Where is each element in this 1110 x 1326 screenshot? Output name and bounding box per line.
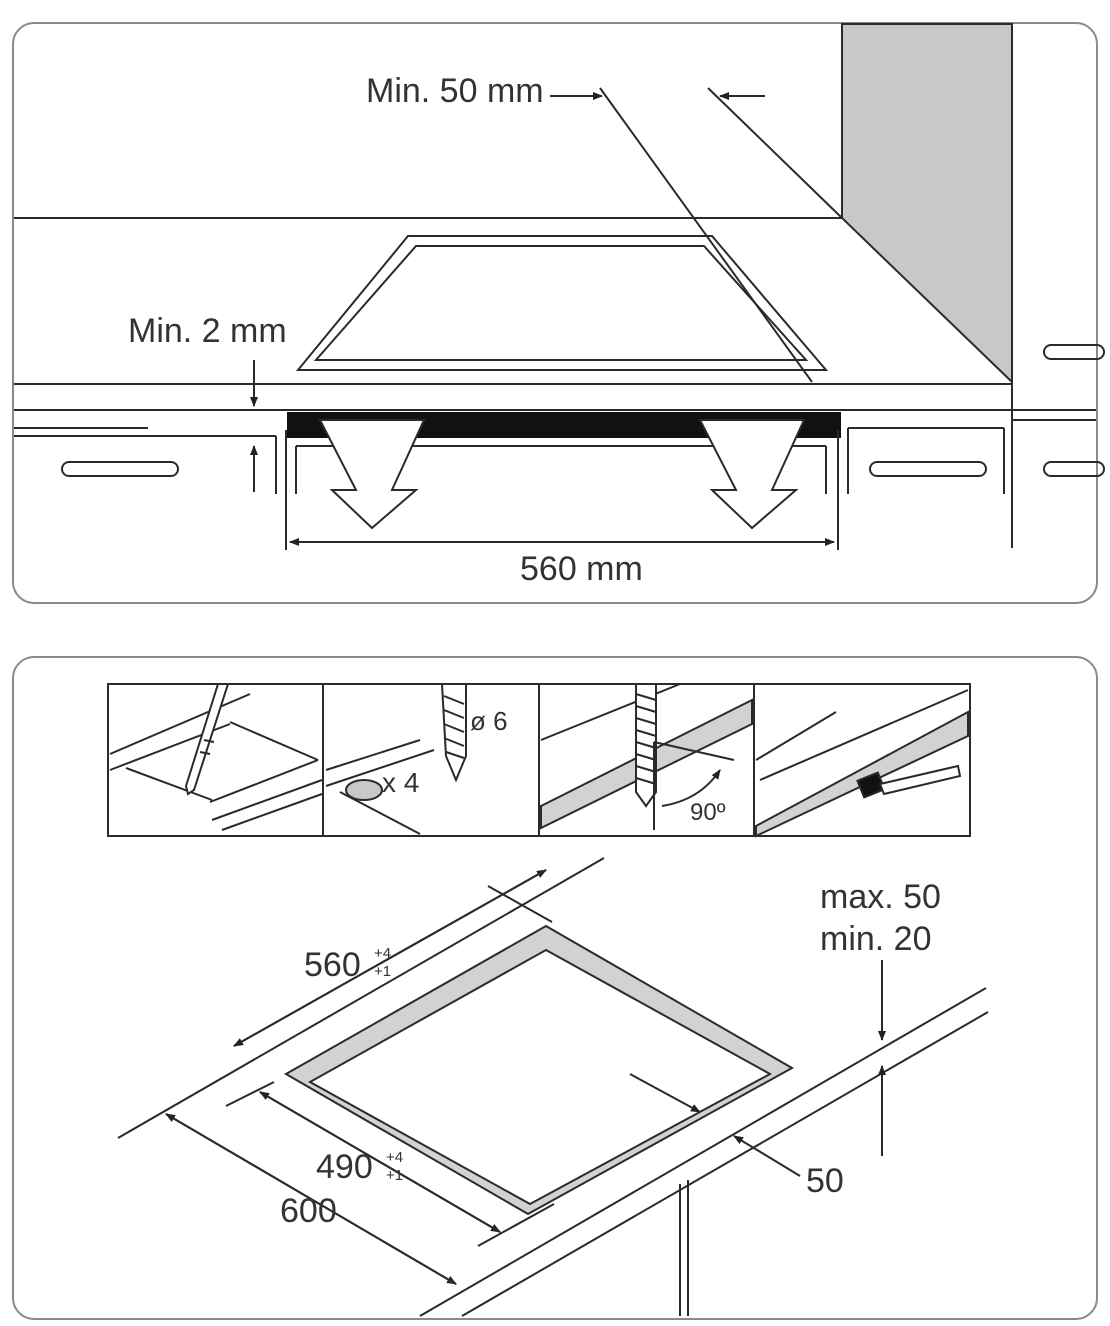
front-distance-label: 50 [806, 1162, 844, 1200]
cutout-depth-tol-minus: +1 [386, 1167, 403, 1184]
hob-outline [295, 235, 829, 371]
min-gap-label: Min. 2 mm [128, 312, 287, 350]
thickness-max-label: max. 50 [820, 878, 941, 916]
cutout-width-tol-plus: +4 [374, 945, 391, 962]
step-drill-holes [325, 683, 467, 835]
cutout-width-tol-minus: +1 [374, 963, 391, 980]
step-mark-cutout [109, 683, 323, 831]
min-clearance-label: Min. 50 mm [366, 72, 544, 110]
drill-hole-icon [345, 779, 383, 801]
tool-icon [878, 764, 962, 796]
cutout-width-label: 560 [304, 946, 361, 984]
seal-tape-icon [856, 771, 886, 799]
step-saw-cut [540, 683, 753, 830]
cutout-depth-label: 490 [316, 1148, 373, 1186]
thickness-min-label: min. 20 [820, 920, 932, 958]
drawer-handle [1043, 461, 1105, 477]
cutout-depth-tol-plus: +4 [386, 1149, 403, 1166]
drawer-handle [869, 461, 987, 477]
angle-label: 90º [690, 799, 726, 826]
worktop-depth-label: 600 [280, 1192, 337, 1230]
step-apply-seal [755, 689, 969, 838]
holes-count-label: x 4 [382, 767, 419, 798]
drawer-handle [61, 461, 179, 477]
cutout-drawing [117, 857, 989, 1317]
step-strip [107, 683, 971, 838]
pencil-icon [184, 683, 230, 796]
width-dimension-label: 560 mm [520, 550, 643, 588]
top-diagram [14, 23, 1105, 550]
wall-cabinet-side [841, 23, 1013, 385]
cutout-dimensions-panel [12, 656, 1098, 1320]
drawer-handle [1043, 344, 1105, 360]
airflow-arrow-left [318, 419, 426, 530]
drill-diameter-label: ø 6 [470, 706, 508, 736]
airflow-arrow-right [698, 419, 806, 530]
